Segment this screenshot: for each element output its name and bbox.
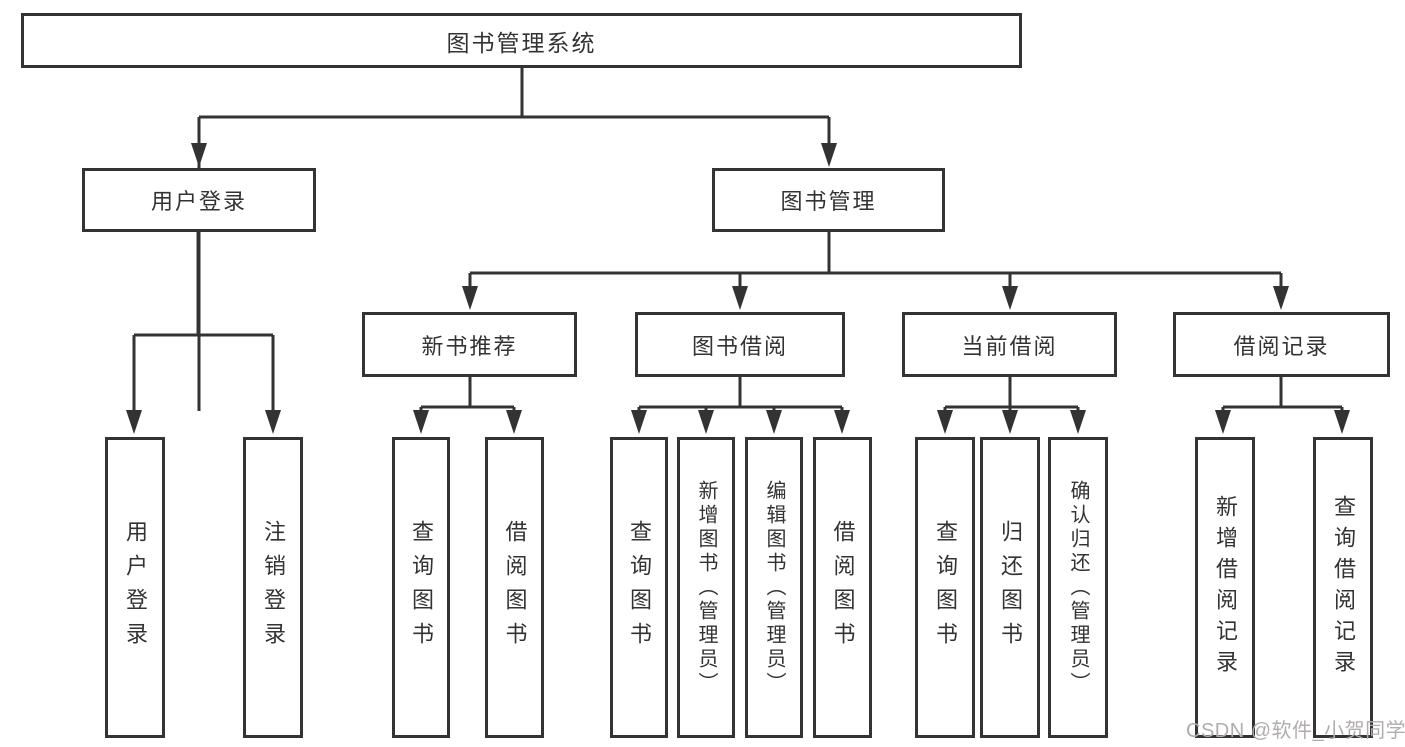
node-user-login-label: 用户登录 bbox=[150, 189, 247, 214]
node-borrow-records-label: 借阅记录 bbox=[1233, 333, 1330, 359]
arrowhead bbox=[631, 410, 647, 434]
leaf-bb-borrow-books-label: 借阅图书 bbox=[830, 519, 856, 656]
node-current-borrow-label: 当前借阅 bbox=[961, 333, 1058, 359]
arrowhead bbox=[1215, 410, 1231, 434]
leaf-nb-borrow-books: 借阅图书 bbox=[485, 437, 544, 738]
arrowhead bbox=[126, 410, 142, 434]
connector-borrow-records-to-leaves bbox=[1215, 377, 1350, 434]
arrowhead bbox=[462, 286, 478, 310]
leaf-br-query-record-label: 查询借阅记录 bbox=[1331, 494, 1356, 681]
node-book-borrow-label: 图书借阅 bbox=[691, 333, 788, 359]
arrowhead bbox=[766, 410, 782, 434]
connector-current-borrow-to-leaves bbox=[937, 377, 1086, 434]
arrowhead bbox=[1002, 410, 1018, 434]
arrowhead bbox=[413, 410, 429, 434]
node-book-borrow: 图书借阅 bbox=[635, 312, 845, 377]
leaf-bb-edit-books-admin-label: 编辑图书（管理员） bbox=[763, 479, 785, 696]
leaf-logout-label: 注销登录 bbox=[261, 519, 286, 656]
leaf-cb-query-books: 查询图书 bbox=[915, 437, 975, 738]
leaf-br-query-record: 查询借阅记录 bbox=[1313, 437, 1373, 738]
leaf-bb-borrow-books: 借阅图书 bbox=[813, 437, 872, 738]
leaf-cb-query-books-label: 查询图书 bbox=[933, 519, 958, 656]
node-user-login: 用户登录 bbox=[82, 168, 316, 232]
connector-new-books-to-leaves bbox=[413, 377, 522, 434]
connector-book-borrow-to-leaves bbox=[631, 377, 850, 434]
leaf-nb-query-books-label: 查询图书 bbox=[409, 519, 434, 656]
node-new-book-recommend-label: 新书推荐 bbox=[421, 333, 518, 359]
arrowhead bbox=[732, 286, 748, 310]
node-library-system: 图书管理系统 bbox=[21, 13, 1022, 68]
leaf-logout: 注销登录 bbox=[243, 437, 303, 738]
node-new-book-recommend: 新书推荐 bbox=[362, 312, 577, 377]
watermark-text: CSDN @软件_小贺同学 bbox=[1186, 720, 1405, 742]
arrowhead bbox=[698, 410, 714, 434]
leaf-cb-return-books-label: 归还图书 bbox=[998, 519, 1023, 656]
node-book-management-label: 图书管理 bbox=[780, 189, 877, 214]
leaf-bb-edit-books-admin: 编辑图书（管理员） bbox=[745, 437, 803, 738]
arrowhead bbox=[191, 143, 207, 167]
arrowhead bbox=[506, 410, 522, 434]
leaf-br-add-record: 新增借阅记录 bbox=[1195, 437, 1255, 738]
connector-root-to-level2 bbox=[191, 68, 837, 411]
node-current-borrow: 当前借阅 bbox=[902, 312, 1117, 377]
leaf-bb-query-books: 查询图书 bbox=[610, 437, 668, 738]
leaf-nb-query-books: 查询图书 bbox=[392, 437, 450, 738]
node-book-management: 图书管理 bbox=[712, 168, 945, 232]
arrowhead bbox=[937, 410, 953, 434]
arrowhead bbox=[1070, 410, 1086, 434]
leaf-cb-confirm-return-admin-label: 确认归还（管理员） bbox=[1067, 479, 1089, 696]
leaf-bb-add-books-admin-label: 新增图书（管理员） bbox=[695, 479, 717, 696]
connector-book-mgmt-to-level3 bbox=[462, 232, 1289, 310]
leaf-br-add-record-label: 新增借阅记录 bbox=[1213, 494, 1238, 681]
leaf-cb-confirm-return-admin: 确认归还（管理员） bbox=[1048, 437, 1108, 738]
arrowhead bbox=[821, 143, 837, 167]
arrowhead bbox=[1273, 286, 1289, 310]
arrowhead bbox=[265, 410, 281, 434]
leaf-bb-query-books-label: 查询图书 bbox=[627, 519, 652, 656]
leaf-nb-borrow-books-label: 借阅图书 bbox=[502, 519, 528, 656]
node-library-system-label: 图书管理系统 bbox=[446, 29, 597, 56]
leaf-cb-return-books: 归还图书 bbox=[980, 437, 1040, 738]
leaf-user-login-label: 用户登录 bbox=[123, 519, 148, 656]
leaf-bb-add-books-admin: 新增图书（管理员） bbox=[677, 437, 735, 738]
node-borrow-records: 借阅记录 bbox=[1173, 312, 1390, 377]
arrowhead bbox=[1334, 410, 1350, 434]
connector-user-login-to-leaves bbox=[126, 232, 281, 434]
arrowhead bbox=[1002, 286, 1018, 310]
arrowhead bbox=[834, 410, 850, 434]
leaf-user-login: 用户登录 bbox=[105, 437, 165, 738]
